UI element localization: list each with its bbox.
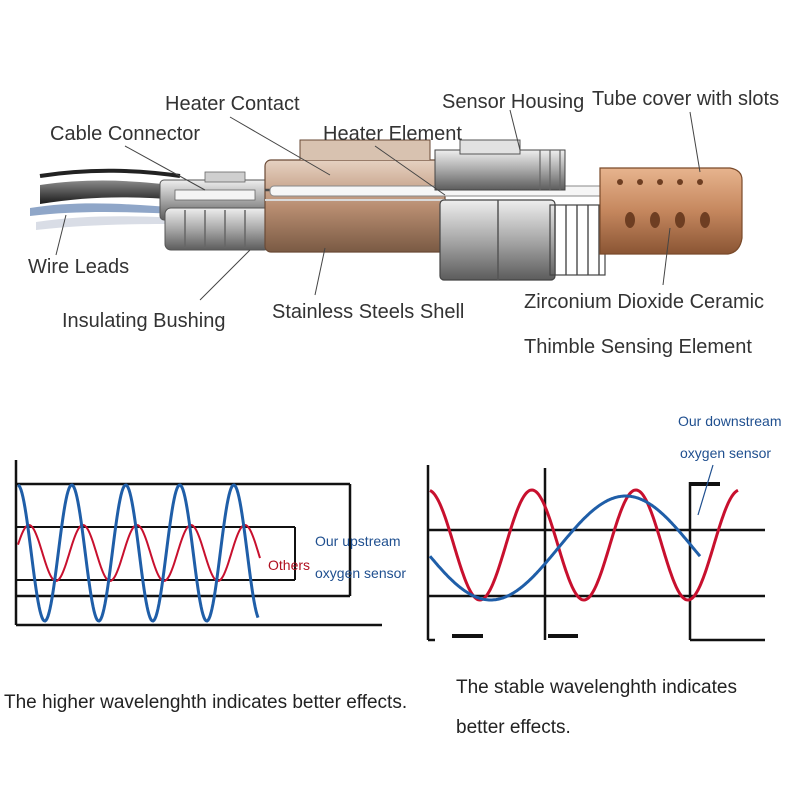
left-caption: The higher wavelenghth indicates better …	[4, 692, 407, 713]
tube-cover-graphic	[599, 167, 743, 255]
label-zirconium-line1: Zirconium Dioxide Ceramic	[524, 291, 764, 313]
downstream-sensor-wave	[428, 494, 702, 602]
label-others: Others	[268, 557, 310, 573]
leader-lines	[55, 109, 701, 301]
left-wave-panel: Others Our upstream oxygen sensor	[14, 460, 406, 627]
right-caption-line2: better effects.	[456, 717, 571, 738]
label-cable-connector: Cable Connector	[50, 123, 200, 145]
label-insulating-bushing: Insulating Bushing	[62, 310, 225, 332]
right-wave-panel: Our downstream oxygen sensor	[426, 413, 781, 642]
label-tube-cover: Tube cover with slots	[592, 88, 779, 110]
sensor-housing-graphic	[434, 139, 606, 281]
label-zirconium-line2: Thimble Sensing Element	[524, 336, 752, 358]
label-downstream-line1: Our downstream	[678, 413, 781, 429]
insulating-bushing-graphic	[164, 207, 271, 251]
right-caption-line1: The stable wavelenghth indicates	[456, 677, 737, 698]
label-upstream-line1: Our upstream	[315, 533, 401, 549]
others-sensor-wave	[17, 523, 261, 583]
label-stainless-shell: Stainless Steels Shell	[272, 301, 464, 323]
right-panel-frame	[426, 465, 765, 642]
label-heater-element: Heater Element	[323, 123, 462, 145]
upstream-sensor-wave	[17, 483, 260, 623]
label-downstream-line2: oxygen sensor	[680, 445, 771, 461]
sensor-illustration	[30, 139, 743, 281]
wire-leads-graphic	[30, 168, 181, 230]
label-upstream-line2: oxygen sensor	[315, 565, 406, 581]
label-heater-contact: Heater Contact	[165, 93, 300, 115]
downstream-leader	[697, 464, 714, 516]
label-wire-leads: Wire Leads	[28, 256, 129, 278]
label-sensor-housing: Sensor Housing	[442, 91, 584, 113]
